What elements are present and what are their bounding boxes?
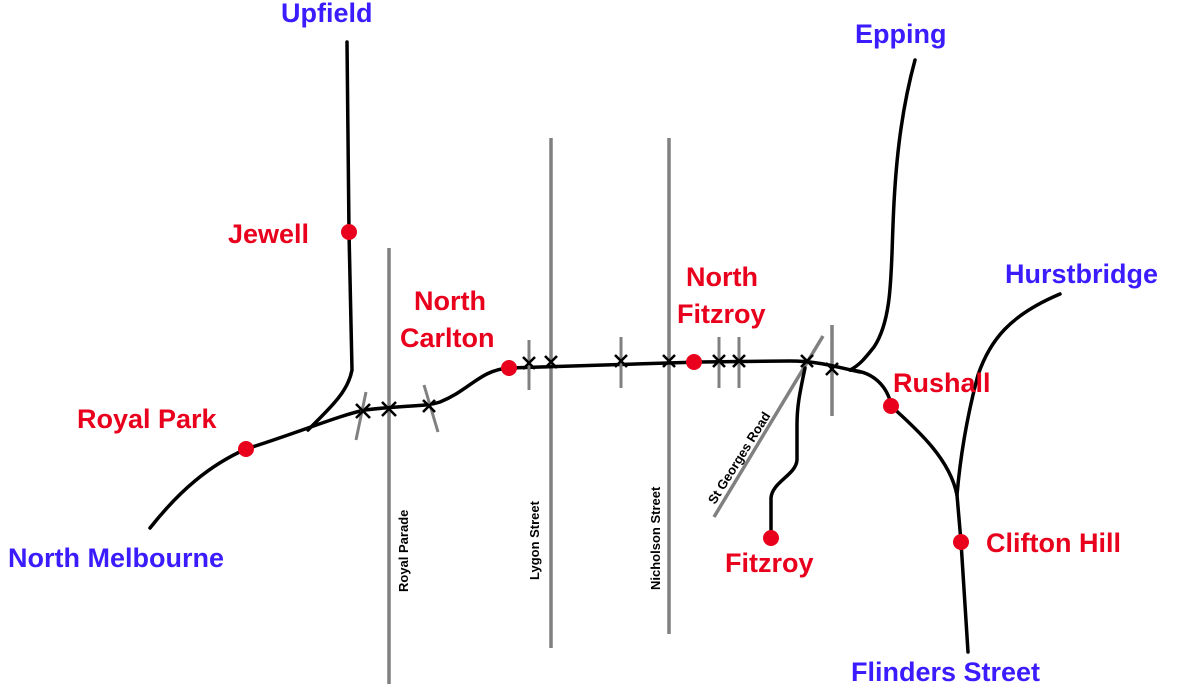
crossing-tick — [354, 391, 368, 441]
royal-park-station-dot — [238, 441, 254, 457]
crossing-x-mark — [381, 401, 397, 417]
level-crossing-marks — [355, 354, 839, 419]
clifton-hill-station-dot — [953, 534, 969, 550]
station-dots — [238, 224, 969, 550]
st-georges-road-line — [712, 335, 825, 518]
hurstbridge-line-track — [955, 292, 1062, 497]
nicholson-street-label: Nicholson Street — [648, 486, 663, 590]
clifton-hill-track — [889, 404, 970, 654]
rushall-station-dot — [883, 398, 899, 414]
fitzroy-station-dot — [763, 530, 779, 546]
upfield-destination-label: Upfield — [281, 0, 373, 28]
crossing-x-mark — [422, 399, 436, 413]
north-melbourne-destination-label: North Melbourne — [8, 543, 224, 573]
crossing-x-mark — [614, 354, 628, 368]
north-carlton-station-dot — [501, 360, 517, 376]
royal-parade-label: Royal Parade — [396, 510, 411, 592]
crossing-x-mark — [355, 403, 371, 419]
lygon-street-label: Lygon Street — [527, 500, 542, 580]
rushall-station-label: Rushall — [893, 368, 991, 398]
north-carlton-station-label-line2: Carlton — [400, 323, 495, 353]
epping-destination-label: Epping — [855, 19, 946, 49]
north-fitzroy-station-dot — [686, 354, 702, 370]
clifton-hill-station-label: Clifton Hill — [986, 528, 1121, 558]
crossing-x-mark — [825, 362, 839, 376]
st-georges-road-label: St Georges Road — [705, 409, 774, 506]
flinders-street-destination-label: Flinders Street — [851, 657, 1040, 687]
rushall-link-track — [848, 368, 893, 408]
jewell-station-label: Jewell — [228, 219, 309, 249]
crossing-x-mark — [800, 354, 814, 368]
upfield-line-track — [306, 40, 354, 432]
north-fitzroy-station-label-line2: Fitzroy — [677, 299, 766, 329]
crossing-x-mark — [522, 356, 536, 370]
north-fitzroy-station-label-line1: North — [686, 262, 758, 292]
hurstbridge-destination-label: Hurstbridge — [1005, 259, 1158, 289]
royal-park-station-label: Royal Park — [77, 404, 218, 434]
crossing-x-mark — [712, 354, 726, 368]
north-carlton-station-label-line1: North — [414, 286, 486, 316]
crossing-x-mark — [544, 355, 558, 369]
jewell-station-dot — [341, 224, 357, 240]
fitzroy-station-label: Fitzroy — [725, 548, 814, 578]
crossing-x-mark — [732, 354, 746, 368]
crossing-x-mark — [662, 354, 676, 368]
epping-line-track — [848, 58, 917, 372]
main-line-track — [148, 359, 862, 530]
fitzroy-branch-track — [769, 366, 807, 536]
